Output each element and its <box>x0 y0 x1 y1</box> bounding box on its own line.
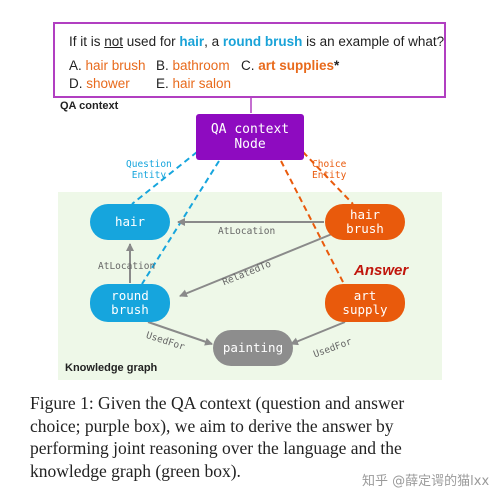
option-letter: B. <box>156 58 169 73</box>
option-text: hair brush <box>85 58 146 73</box>
option-letter: A. <box>69 58 82 73</box>
node-painting: painting <box>213 330 293 366</box>
node-line: Node <box>234 137 266 152</box>
option-a: A. hair brush <box>69 58 146 73</box>
qa-context-box: If it is not used for hair, a round brus… <box>53 22 446 98</box>
question-part: used for <box>123 34 180 49</box>
option-b: B. bathroom <box>156 58 230 73</box>
question-entity-round-brush: round brush <box>222 34 303 49</box>
option-letter: C. <box>241 58 255 73</box>
correct-marker: * <box>334 58 340 73</box>
edge-hairbrush-roundbrush <box>179 233 333 298</box>
tag-line: Question <box>126 159 172 170</box>
caption-line: knowledge graph (green box). <box>30 460 241 481</box>
atlocation-top-label: AtLocation <box>218 226 276 237</box>
option-c: C. art supplies* <box>241 58 339 73</box>
node-line: QA context <box>210 122 290 137</box>
node-line: round <box>111 288 149 303</box>
node-line: supply <box>342 302 388 317</box>
option-d: D. shower <box>69 76 130 91</box>
option-letter: E. <box>156 76 169 91</box>
tag-line: Choice <box>312 159 347 170</box>
caption-line: Figure 1: Given the QA context (question… <box>30 393 405 413</box>
qa-context-label: QA context <box>60 100 119 112</box>
question-part-not: not <box>104 34 124 49</box>
answer-label: Answer <box>354 262 409 279</box>
caption-line: choice; purple box), we aim to derive th… <box>30 415 394 436</box>
question-part: , a <box>204 34 223 49</box>
node-line: brush <box>346 221 384 236</box>
node-line: brush <box>111 302 149 317</box>
option-letter: D. <box>69 76 83 91</box>
node-hair: hair <box>90 204 170 240</box>
option-text: bathroom <box>172 58 230 73</box>
question-text: If it is not used for hair, a round brus… <box>69 34 444 49</box>
option-text: shower <box>86 76 130 91</box>
edge-qa-hair <box>131 151 198 205</box>
knowledge-graph-label: Knowledge graph <box>65 362 158 374</box>
question-part: If it is <box>69 34 105 49</box>
option-text: art supplies <box>258 58 335 73</box>
figure-caption: Figure 1: Given the QA context (question… <box>30 392 470 482</box>
edge-artsupply-painting <box>290 321 346 346</box>
tag-line: Entity <box>312 170 347 181</box>
question-part: is an example of what? <box>302 34 445 49</box>
edge-qa-artsupply <box>280 160 345 285</box>
watermark: 知乎 @薛定谔的猫lxx <box>362 474 490 489</box>
node-line: painting <box>222 340 284 355</box>
option-text: hair salon <box>172 76 232 91</box>
tag-line: Entity <box>131 170 167 181</box>
node-line: hair <box>349 207 381 222</box>
edge-roundbrush-painting <box>147 321 213 346</box>
node-line: hair <box>114 214 146 229</box>
question-entity-hair: hair <box>179 34 205 49</box>
option-e: E. hair salon <box>156 76 231 91</box>
atlocation-left-label: AtLocation <box>98 261 156 272</box>
edge-qa-hairbrush <box>302 151 354 205</box>
caption-line: performing joint reasoning over the lang… <box>30 438 402 458</box>
node-line: art <box>353 288 377 303</box>
